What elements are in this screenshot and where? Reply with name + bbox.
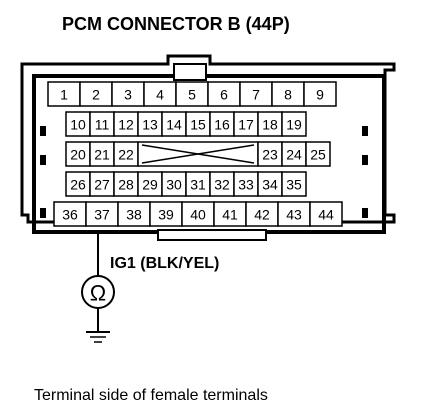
pin-cell <box>257 171 283 197</box>
pin-label: 36 <box>62 207 78 223</box>
pin-cell <box>113 111 139 137</box>
pin-label: 43 <box>286 207 302 223</box>
ground-icon <box>86 331 110 343</box>
pin-cell <box>305 141 331 167</box>
lock-tab-right-middle <box>362 155 368 165</box>
pin-cell <box>281 111 307 137</box>
blank-cavity-cross <box>141 144 255 164</box>
pin-label: 29 <box>142 177 158 193</box>
pin-cell <box>245 201 279 227</box>
pin-label: 4 <box>156 87 164 103</box>
caption: Terminal side of female terminals <box>34 387 268 404</box>
pin-cell <box>207 81 241 107</box>
pin-label: 2 <box>92 87 100 103</box>
pin-cell <box>281 171 307 197</box>
pin-label: 7 <box>252 87 260 103</box>
pin-label: 18 <box>262 117 278 133</box>
pin-label: 9 <box>316 87 324 103</box>
pin-cell <box>47 81 81 107</box>
connector-key-top <box>173 63 207 81</box>
pin-label: 24 <box>286 147 302 163</box>
pin-label: 35 <box>286 177 302 193</box>
pin-label: 31 <box>190 177 206 193</box>
pin-cell <box>89 141 115 167</box>
connector-key-bottom <box>157 229 267 241</box>
pin-cell <box>271 81 305 107</box>
pin-cell <box>233 111 259 137</box>
pin-cell <box>137 111 163 137</box>
pin-cell <box>85 201 119 227</box>
pin-label: 22 <box>118 147 134 163</box>
lock-tab-right-lower <box>362 208 368 218</box>
pin-cell <box>89 171 115 197</box>
pin-label: 34 <box>262 177 278 193</box>
pin-label: 20 <box>70 147 86 163</box>
pin-cell <box>149 201 183 227</box>
pin-cell <box>257 111 283 137</box>
pin-label: 40 <box>190 207 206 223</box>
lock-tab-right-upper <box>362 126 368 136</box>
pin-cell <box>161 171 187 197</box>
pin-cell <box>113 141 139 167</box>
pin-label: 15 <box>190 117 206 133</box>
ohm-symbol: Ω <box>90 281 106 306</box>
pin-cell <box>309 201 343 227</box>
lock-tab-left-middle <box>40 155 46 165</box>
pin-cell <box>65 141 91 167</box>
connector-latch-frame <box>20 54 396 224</box>
pin-label: 17 <box>238 117 254 133</box>
pin-label: 13 <box>142 117 158 133</box>
pin-cell <box>277 201 311 227</box>
lock-tab-left-lower <box>40 208 46 218</box>
wire-label: IG1 (BLK/YEL) <box>110 255 219 272</box>
pin-label: 33 <box>238 177 254 193</box>
pin-label: 32 <box>214 177 230 193</box>
pin-cell <box>79 81 113 107</box>
pin-cell <box>143 81 177 107</box>
pin-cell <box>65 111 91 137</box>
pin-label: 14 <box>166 117 182 133</box>
pin-label: 5 <box>188 87 196 103</box>
pin-cell <box>53 201 87 227</box>
pin-label: 21 <box>94 147 110 163</box>
pin-label: 11 <box>95 117 110 133</box>
pin-label: 38 <box>126 207 142 223</box>
pin-label: 12 <box>118 117 134 133</box>
pin-label: 1 <box>60 87 68 103</box>
pin-label: 28 <box>118 177 134 193</box>
pin-cell <box>209 111 235 137</box>
pin-label: 42 <box>254 207 270 223</box>
lock-tab-left-upper <box>40 126 46 136</box>
pin-cell <box>117 201 151 227</box>
pin-label: 10 <box>70 117 86 133</box>
pin-label: 3 <box>124 87 132 103</box>
pin-label: 44 <box>318 207 334 223</box>
pin-label: 23 <box>262 147 278 163</box>
diagram-title: PCM CONNECTOR B (44P) <box>62 14 290 34</box>
pin-cell <box>209 171 235 197</box>
pin-cell <box>303 81 337 107</box>
pin-label: 41 <box>222 207 238 223</box>
pin-label: 8 <box>284 87 292 103</box>
pin-label: 19 <box>286 117 302 133</box>
pin-label: 26 <box>70 177 86 193</box>
pin-cell <box>175 81 209 107</box>
pin-label: 16 <box>214 117 230 133</box>
pin-cell <box>89 111 115 137</box>
pin-label: 25 <box>310 147 326 163</box>
pin-label: 6 <box>220 87 228 103</box>
pin-label: 27 <box>94 177 110 193</box>
pin-label: 37 <box>94 207 110 223</box>
pin-label: 39 <box>158 207 174 223</box>
pin-label: 30 <box>166 177 182 193</box>
pin-cell <box>233 171 259 197</box>
pin-cell <box>239 81 273 107</box>
